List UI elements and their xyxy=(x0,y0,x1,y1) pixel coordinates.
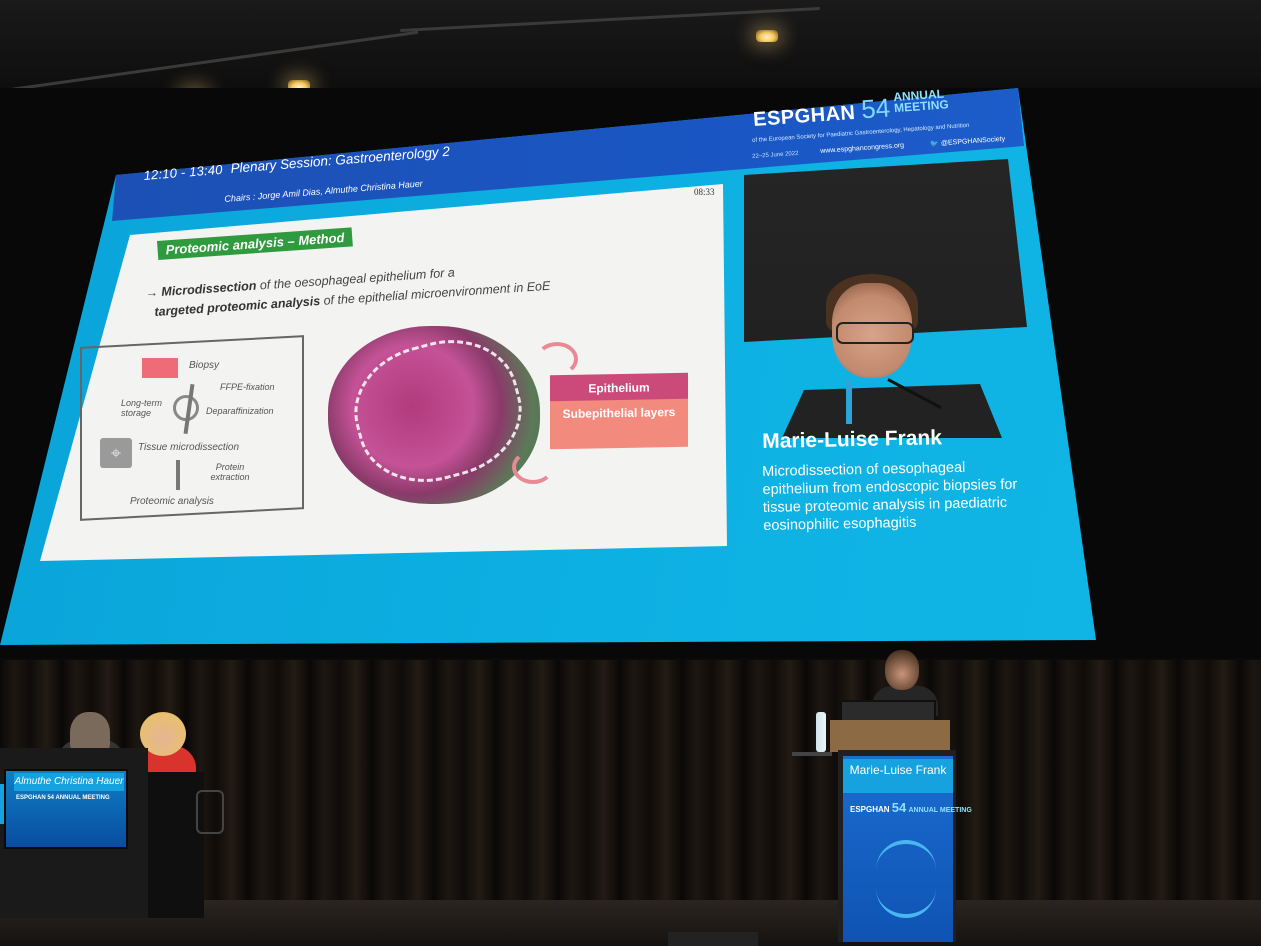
glasses-icon xyxy=(836,322,914,344)
lectern-nameplate: Marie-Luise Frank xyxy=(843,759,953,793)
desk-logo: ESPGHAN 54 ANNUAL MEETING xyxy=(16,795,110,801)
lectern-logo-annual: ANNUAL MEETING xyxy=(908,807,972,814)
logo-number: 54 xyxy=(860,92,892,125)
stage-light xyxy=(756,30,778,42)
water-bottle xyxy=(816,712,826,752)
lectern-graphic xyxy=(876,840,936,918)
arrow-icon: → xyxy=(145,284,162,300)
biopsy-icon xyxy=(142,358,178,378)
cycle-arrow-icon xyxy=(536,342,578,376)
stage-curtain xyxy=(0,660,1261,910)
workflow-storage: Long-term storage xyxy=(121,398,163,418)
logo-meeting: MEETING xyxy=(893,97,950,116)
workflow-ffpe: FFPE-fixation xyxy=(220,382,275,392)
tissue-section-image xyxy=(328,326,540,504)
twitter-icon: 🐦 xyxy=(930,140,942,148)
logo-name: ESPGHAN xyxy=(752,101,857,131)
workflow-arrow xyxy=(176,460,180,490)
desk-nameplate: Almuthe Christina Hauer xyxy=(14,773,124,791)
talk-title: Microdissection of oesophageal epitheliu… xyxy=(762,459,1018,534)
subepithelial-label: Subepithelial layers xyxy=(550,398,688,450)
workflow-deparaffinization: Deparaffinization xyxy=(206,406,274,416)
floor-monitor xyxy=(668,932,758,946)
speaker-name: Marie-Luise Frank xyxy=(762,426,943,453)
lanyard xyxy=(846,380,852,424)
chairs-desk-side xyxy=(148,772,204,918)
slide-timer: 08:33 xyxy=(694,187,715,197)
speaker-head xyxy=(885,650,919,690)
side-table xyxy=(792,752,832,756)
microscope-icon: ⌖ xyxy=(100,438,132,468)
projection-screen: 12:10 - 13:40 Plenary Session: Gastroent… xyxy=(0,87,1261,658)
workflow-biopsy: Biopsy xyxy=(189,360,220,371)
workflow-proteomic-analysis: Proteomic analysis xyxy=(130,496,214,507)
chair xyxy=(196,790,224,834)
workflow-tissue-microdissection: Tissue microdissection xyxy=(138,442,240,453)
stage-floor xyxy=(0,900,1261,946)
lectern-logo-number: 54 xyxy=(891,800,907,815)
workflow-protein-extraction: Protein extraction xyxy=(210,462,250,482)
lectern-logo: ESPGHAN 54 ANNUAL MEETING xyxy=(850,800,972,815)
lectern-top xyxy=(830,720,950,752)
speaker-face xyxy=(832,283,912,378)
speaker-shoulders xyxy=(782,384,1002,438)
cycle-arrow-icon xyxy=(512,450,554,484)
lectern-logo-name: ESPGHAN xyxy=(850,805,890,814)
